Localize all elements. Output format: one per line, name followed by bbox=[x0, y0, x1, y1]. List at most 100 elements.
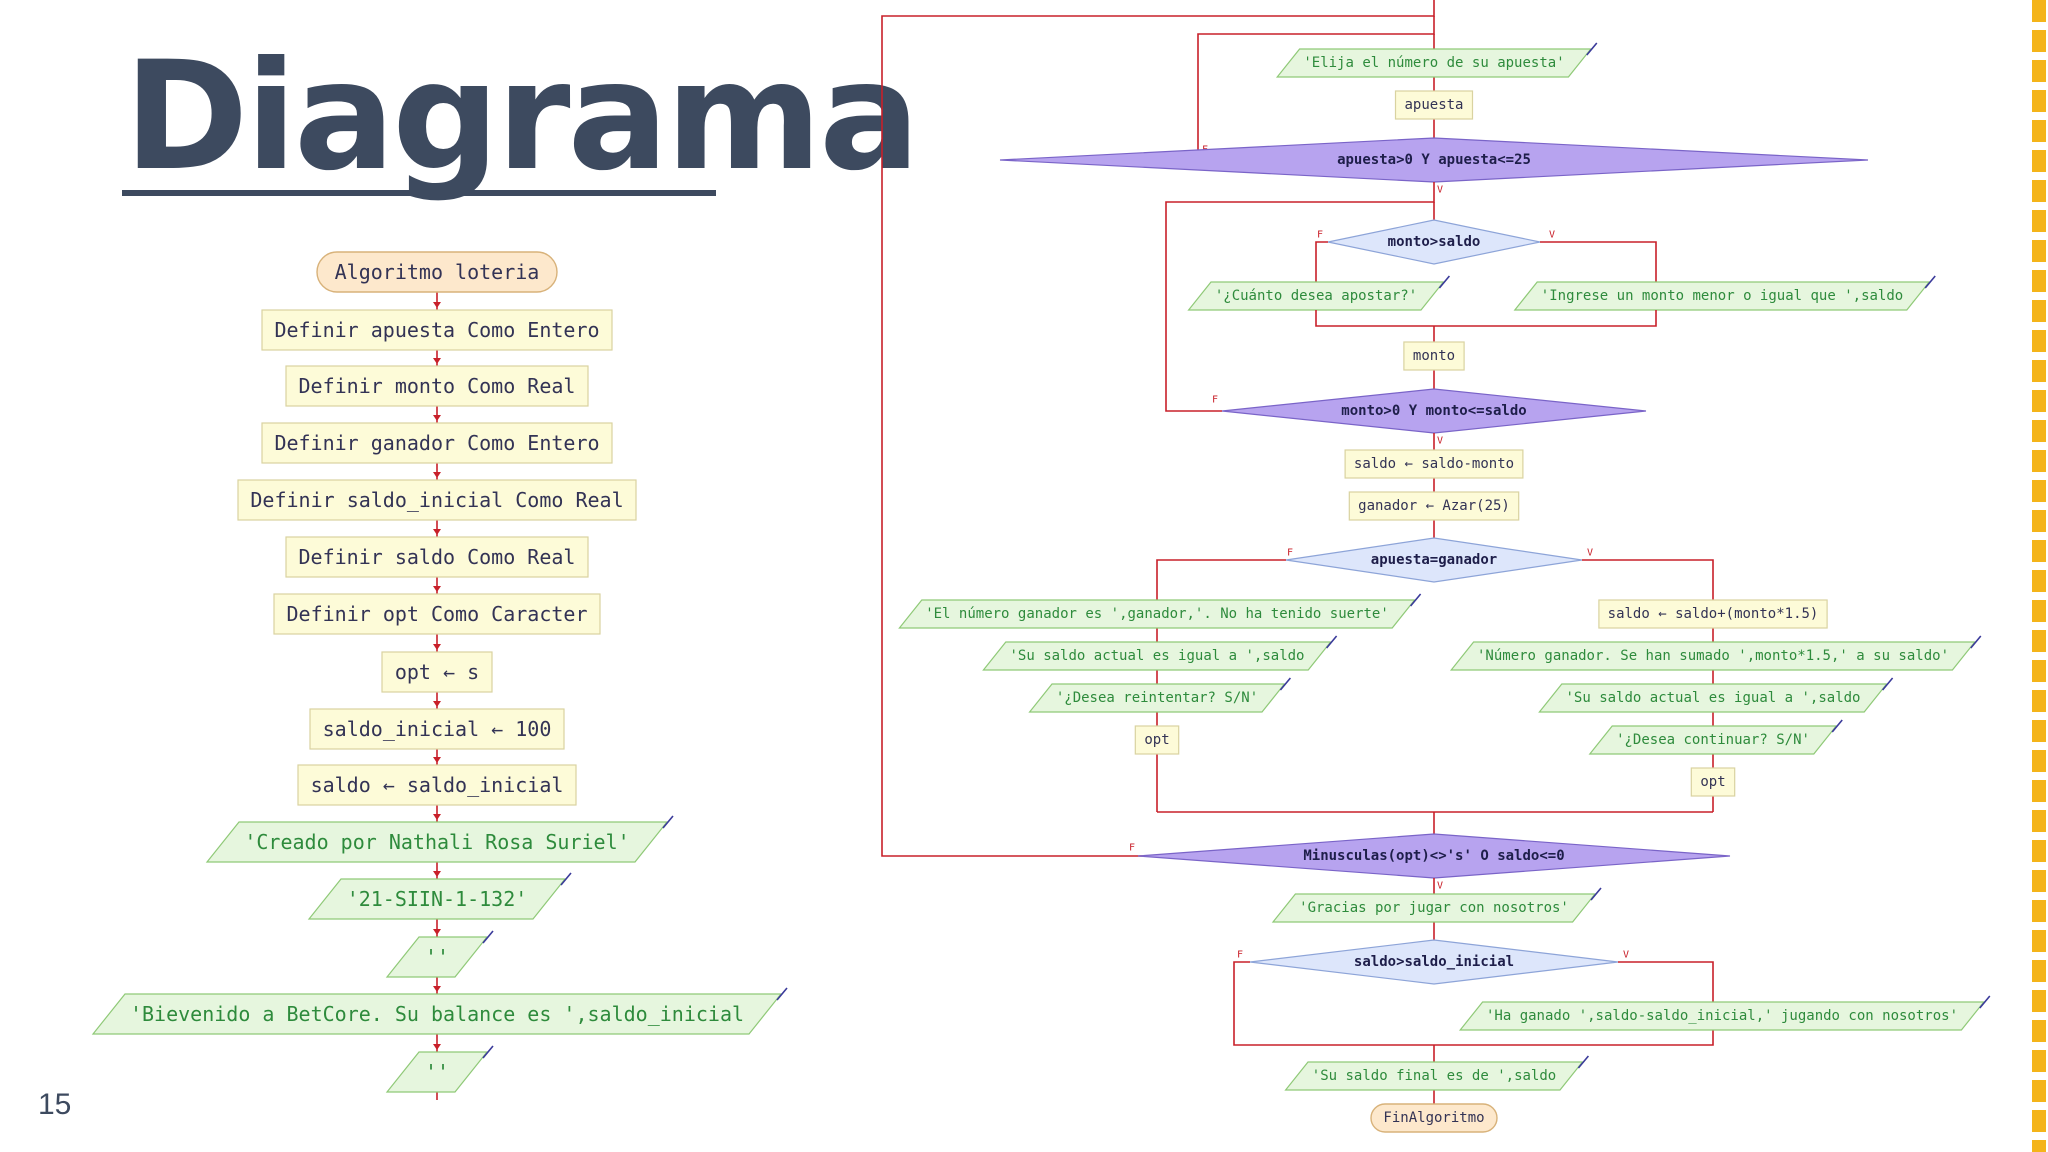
left-node-5: Definir saldo_inicial Como Real bbox=[250, 488, 623, 512]
thanks-message: 'Gracias por jugar con nosotros' bbox=[1299, 900, 1569, 916]
lose-retry-shape bbox=[1028, 683, 1286, 713]
lose-read-opt-box bbox=[1134, 725, 1180, 755]
deduct-bet: saldo ← saldo-monto bbox=[1354, 456, 1514, 472]
title-underline bbox=[122, 190, 716, 196]
prompt-amount-lower-shape bbox=[1513, 281, 1931, 311]
check-win: apuesta=ganador bbox=[1371, 552, 1497, 568]
amount-check-true-label: V bbox=[1549, 230, 1555, 241]
output-arrow-icon bbox=[1924, 275, 1936, 289]
check-amount-range: monto>0 Y monto<=saldo bbox=[1341, 403, 1526, 419]
arrow-head bbox=[433, 814, 441, 820]
end-terminal: FinAlgoritmo bbox=[1383, 1110, 1484, 1126]
left-node-10: saldo ← saldo_inicial bbox=[311, 773, 564, 797]
check-profit: saldo>saldo_inicial bbox=[1354, 954, 1514, 970]
profit-message: 'Ha ganado ',saldo-saldo_inicial,' jugan… bbox=[1486, 1008, 1958, 1024]
read-amount-box bbox=[1403, 341, 1465, 371]
check-loop: Minusculas(opt)<>'s' O saldo<=0 bbox=[1303, 848, 1564, 864]
win-continue: '¿Desea continuar? S/N' bbox=[1616, 732, 1810, 748]
profit-false-label: F bbox=[1237, 950, 1243, 961]
win-balance: 'Su saldo actual es igual a ',saldo bbox=[1565, 690, 1860, 706]
output-arrow-icon bbox=[1831, 719, 1843, 733]
lose-retry: '¿Desea reintentar? S/N' bbox=[1056, 690, 1258, 706]
output-arrow-icon bbox=[662, 815, 674, 829]
prompt-amount-shape bbox=[1187, 281, 1445, 311]
loop-false-label: F bbox=[1129, 843, 1135, 854]
output-arrow-icon bbox=[1438, 275, 1451, 289]
output-arrow-icon bbox=[1325, 635, 1338, 649]
arrow-head bbox=[433, 302, 441, 308]
left-node-1: Algoritmo loteria bbox=[335, 260, 540, 284]
connector-line bbox=[1315, 310, 1657, 327]
connector-line bbox=[1540, 241, 1657, 296]
thanks-message-shape bbox=[1271, 893, 1597, 923]
draw-winner: ganador ← Azar(25) bbox=[1358, 498, 1510, 514]
arrow-head bbox=[433, 586, 441, 592]
arrow-head bbox=[433, 415, 441, 421]
arrow-head bbox=[433, 757, 441, 763]
amount-loop-line bbox=[1165, 182, 1435, 412]
lose-message-shape bbox=[898, 599, 1416, 629]
win-read-opt-box bbox=[1690, 767, 1736, 797]
arrow-head bbox=[433, 871, 441, 877]
check-bet-diamond bbox=[999, 137, 1869, 183]
check-loop-diamond bbox=[1137, 833, 1731, 879]
win-add-box bbox=[1598, 599, 1828, 629]
loop-true-label: V bbox=[1437, 881, 1443, 892]
arrow-head bbox=[433, 358, 441, 364]
end-terminal-pill bbox=[1370, 1103, 1498, 1133]
output-arrow-icon bbox=[1279, 677, 1292, 691]
output-arrow-icon bbox=[1590, 887, 1602, 901]
left-node-10-box bbox=[297, 764, 577, 806]
left-node-12-shape bbox=[307, 878, 567, 920]
amount-range-true-label: V bbox=[1437, 436, 1443, 447]
left-node-7: Definir opt Como Caracter bbox=[286, 602, 587, 626]
left-node-14-shape bbox=[91, 993, 783, 1035]
win-balance-shape bbox=[1538, 683, 1888, 713]
arrow-head bbox=[433, 529, 441, 535]
output-arrow-icon bbox=[776, 987, 788, 1001]
lose-read-opt: opt bbox=[1144, 732, 1169, 748]
left-node-6: Definir saldo Como Real bbox=[299, 545, 576, 569]
outer-loop-line bbox=[881, 0, 1435, 857]
prompt-amount: '¿Cuánto desea apostar?' bbox=[1215, 288, 1417, 304]
left-node-14: 'Bievenido a BetCore. Su balance es ',sa… bbox=[130, 1002, 744, 1026]
check-bet: apuesta>0 Y apuesta<=25 bbox=[1337, 152, 1531, 168]
output-arrow-icon bbox=[560, 872, 572, 886]
decorative-dashed-border bbox=[2032, 0, 2046, 1152]
connector-line bbox=[1233, 961, 1434, 1046]
read-bet-box bbox=[1394, 90, 1474, 120]
left-node-13: '' bbox=[425, 945, 449, 969]
left-node-3-box bbox=[285, 365, 589, 407]
left-node-4-box bbox=[261, 422, 613, 464]
win-read-opt: opt bbox=[1700, 774, 1725, 790]
final-balance-shape bbox=[1284, 1061, 1584, 1091]
left-node-9-box bbox=[309, 708, 565, 750]
prompt-amount-lower: 'Ingrese un monto menor o igual que ',sa… bbox=[1541, 288, 1903, 304]
left-node-1-pill bbox=[316, 251, 558, 293]
output-arrow-icon bbox=[1409, 593, 1422, 607]
output-arrow-icon bbox=[482, 1045, 494, 1059]
arrow-head bbox=[433, 472, 441, 478]
left-node-13-shape bbox=[385, 936, 489, 978]
check-amount-range-diamond bbox=[1221, 388, 1647, 434]
left-node-8-box bbox=[381, 651, 493, 693]
page-number: 15 bbox=[38, 1088, 72, 1121]
profit-true-label: V bbox=[1623, 950, 1629, 961]
draw-winner-box bbox=[1348, 491, 1520, 521]
deduct-bet-box bbox=[1344, 449, 1524, 479]
slide-title: Diagrama bbox=[124, 30, 920, 204]
bet-true-label: V bbox=[1437, 185, 1443, 196]
arrow-head bbox=[433, 644, 441, 650]
left-node-7-box bbox=[273, 593, 601, 635]
win-false-label: F bbox=[1287, 548, 1293, 559]
left-node-8: opt ← s bbox=[395, 660, 479, 684]
check-amount: monto>saldo bbox=[1388, 234, 1481, 250]
left-node-15-shape bbox=[385, 1051, 489, 1093]
left-node-11: 'Creado por Nathali Rosa Suriel' bbox=[244, 830, 629, 854]
left-node-3: Definir monto Como Real bbox=[299, 374, 576, 398]
left-node-15: '' bbox=[425, 1060, 449, 1084]
output-arrow-icon bbox=[1970, 635, 1982, 649]
read-amount: monto bbox=[1413, 348, 1455, 364]
read-bet: apuesta bbox=[1404, 97, 1463, 113]
